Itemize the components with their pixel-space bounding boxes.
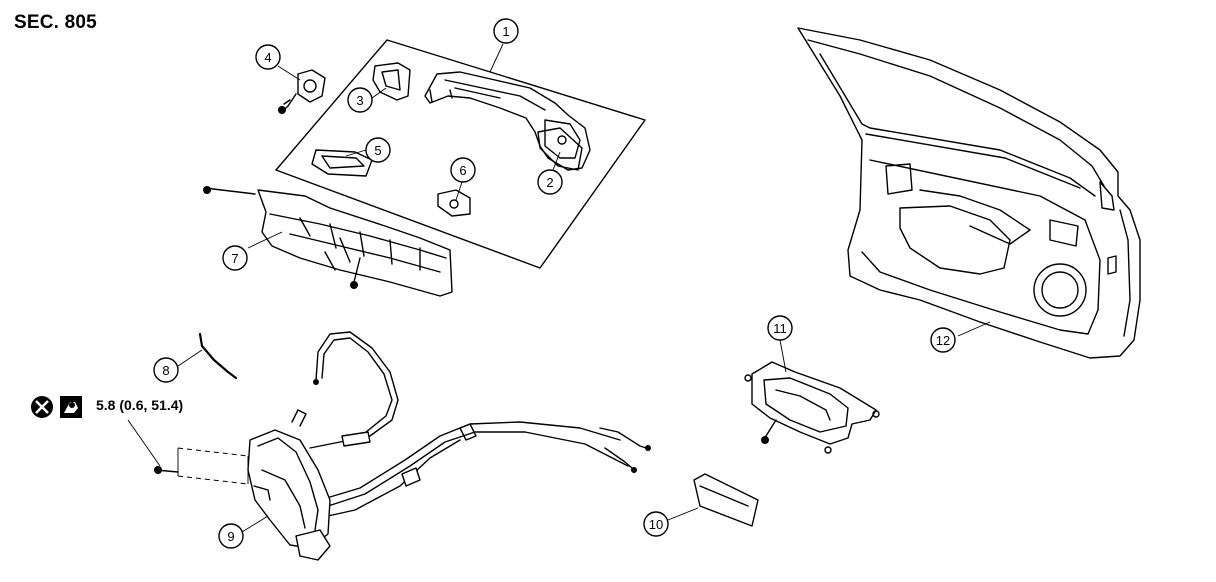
callout-8: 8 (153, 357, 179, 383)
callout-9: 9 (218, 523, 244, 549)
torque-wrench-icon (60, 396, 82, 418)
handle-rear-cover (537, 127, 583, 171)
outside-handle-tray (275, 39, 646, 269)
lock-protector (693, 473, 759, 527)
callout-12: 12 (930, 327, 956, 353)
door-lock-cylinder (278, 69, 326, 114)
leader-lines (127, 43, 991, 533)
svg-text:9: 9 (227, 529, 234, 544)
svg-text:10: 10 (649, 517, 663, 532)
inside-handle (744, 361, 880, 454)
svg-text:12: 12 (936, 333, 950, 348)
callout-4: 4 (255, 44, 281, 70)
svg-text:1: 1 (502, 24, 509, 39)
callout-7: 7 (222, 245, 248, 271)
svg-text:6: 6 (459, 163, 466, 178)
outside-handle (424, 71, 591, 171)
callout-6: 6 (450, 157, 476, 183)
svg-text:4: 4 (264, 50, 271, 65)
torque-spec: 5.8 (0.6, 51.4) (96, 397, 184, 413)
svg-text:5: 5 (374, 143, 381, 158)
callout-10: 10 (643, 511, 669, 537)
lock-rod (198, 332, 238, 380)
svg-text:7: 7 (231, 251, 238, 266)
callout-3: 3 (347, 87, 373, 113)
x-circle-icon (31, 396, 53, 418)
door-lock-cables (291, 331, 651, 521)
outside-handle-bracket (203, 186, 453, 297)
handle-gasket-rear (311, 149, 373, 177)
callout-1: 1 (493, 18, 519, 44)
section-label: SEC. 805 (14, 12, 97, 33)
callout-2: 2 (537, 169, 563, 195)
handle-escutcheon (437, 189, 471, 217)
svg-text:3: 3 (356, 93, 363, 108)
svg-text:2: 2 (546, 175, 553, 190)
callout-11: 11 (767, 315, 793, 341)
door-lock-actuator (154, 429, 331, 561)
callout-5: 5 (365, 137, 391, 163)
front-door-panel (797, 27, 1141, 359)
handle-gasket-front (372, 62, 411, 101)
svg-text:11: 11 (773, 321, 787, 336)
svg-text:8: 8 (162, 363, 169, 378)
